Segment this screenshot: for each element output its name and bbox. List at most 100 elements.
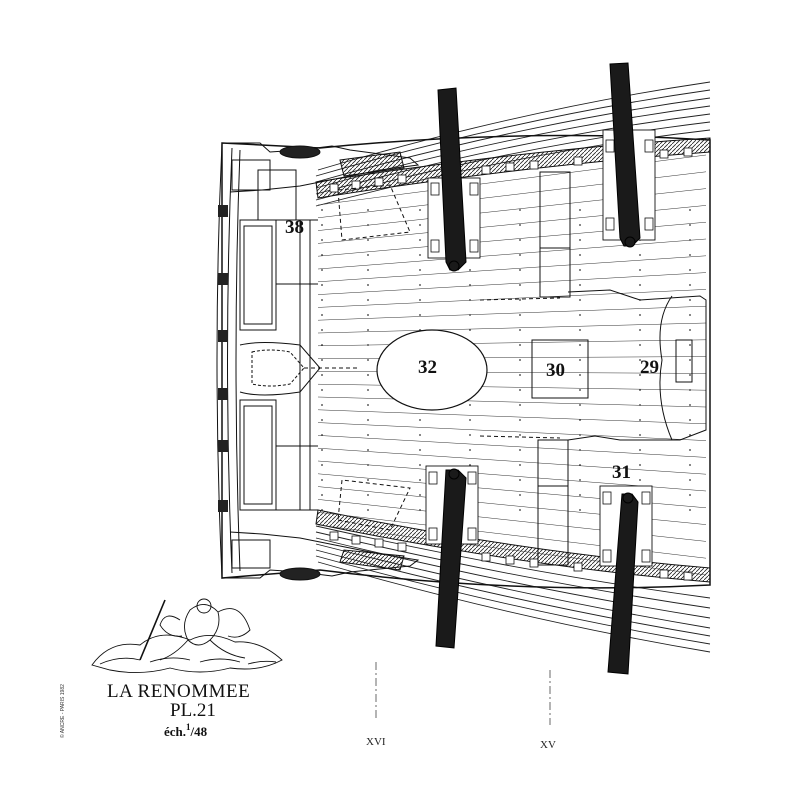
label-32: 32 [418,357,437,378]
deck-plank-line [317,524,707,576]
treenail-dot [519,239,521,241]
treenail-dot [367,239,369,241]
treenail-dot [321,329,323,331]
treenail-dot [689,464,691,466]
treenail-dot [689,314,691,316]
treenail-dot [519,374,521,376]
treenail-dot [579,299,581,301]
deck-plank-line [317,396,707,408]
treenail-dot [419,299,421,301]
deck-plank-line [317,409,707,425]
deck-plank-line [317,383,707,391]
deck-plank-line [317,435,707,458]
treenail-dot [519,344,521,346]
treenail-dot [689,284,691,286]
treenail-dot [469,404,471,406]
treenail-dot [579,284,581,286]
treenail-dot [367,284,369,286]
treenail-dot [367,419,369,421]
scale-numerator: 1 [186,722,191,732]
treenail-dot [469,269,471,271]
treenail-dot [321,419,323,421]
drawing-title: LA RENOMMEE [107,681,251,702]
treenail-dot [639,464,641,466]
treenail-dot [469,434,471,436]
treenail-dot [689,419,691,421]
treenail-dot [689,254,691,256]
treenail-dot [519,224,521,226]
treenail-dot [579,359,581,361]
treenail-dot [367,434,369,436]
treenail-dot [689,224,691,226]
treenail-dot [639,479,641,481]
treenail-dot [321,224,323,226]
treenail-dot [639,374,641,376]
treenail-dot [639,389,641,391]
treenail-dot [367,449,369,451]
treenail-dot [579,479,581,481]
treenail-dot [519,509,521,511]
treenail-dot [689,239,691,241]
station-lines [375,662,551,725]
treenail-dot [419,494,421,496]
treenail-dot [367,269,369,271]
treenail-dot [367,314,369,316]
treenail-dot [321,464,323,466]
treenail-dot [689,344,691,346]
treenail-dot [639,404,641,406]
treenail-dot [321,314,323,316]
treenail-dot [367,254,369,256]
treenail-dot [579,434,581,436]
treenail-dot [419,209,421,211]
treenail-dot [419,284,421,286]
treenail-dot [639,314,641,316]
plate-number: PL.21 [170,700,216,721]
treenail-dot [579,374,581,376]
treenail-dot [639,344,641,346]
treenail-dot [321,479,323,481]
stern-transom [216,142,360,579]
treenail-dot [639,449,641,451]
quarter-gallery-top [222,142,420,221]
treenail-dot [321,374,323,376]
label-38: 38 [285,217,304,238]
deck-plank-line [317,255,707,283]
treenail-dot [321,404,323,406]
grating-ellipse [376,329,488,411]
treenail-dot [419,479,421,481]
treenail-dot [367,329,369,331]
treenail-dot [321,269,323,271]
treenail-dot [469,314,471,316]
treenail-dot [419,509,421,511]
treenail-dot [321,284,323,286]
treenail-dot [469,449,471,451]
treenail-dot [579,224,581,226]
treenail-dot [519,494,521,496]
treenail-dot [519,479,521,481]
treenail-dot [519,464,521,466]
treenail-dot [321,344,323,346]
treenail-dot [321,434,323,436]
treenail-dot [579,419,581,421]
label-30: 30 [546,360,565,381]
treenail-dot [367,494,369,496]
treenail-dot [579,314,581,316]
gun-carriage-wheels [428,139,654,563]
treenail-dot [367,299,369,301]
treenail-dot [469,419,471,421]
treenail-dot [367,389,369,391]
deck-plank-line [317,447,707,475]
treenail-dot [579,344,581,346]
treenail-dot [689,329,691,331]
treenail-dot [689,404,691,406]
deck-fittings [337,171,707,566]
rail-ports-top [329,147,693,193]
treenail-dot [579,464,581,466]
station-xv: XV [540,739,556,751]
cannon-barrels [435,62,641,675]
treenail-dot [469,329,471,331]
treenail-dot [321,389,323,391]
treenail-dot [419,419,421,421]
treenail-dot [579,329,581,331]
treenail-dot [419,224,421,226]
